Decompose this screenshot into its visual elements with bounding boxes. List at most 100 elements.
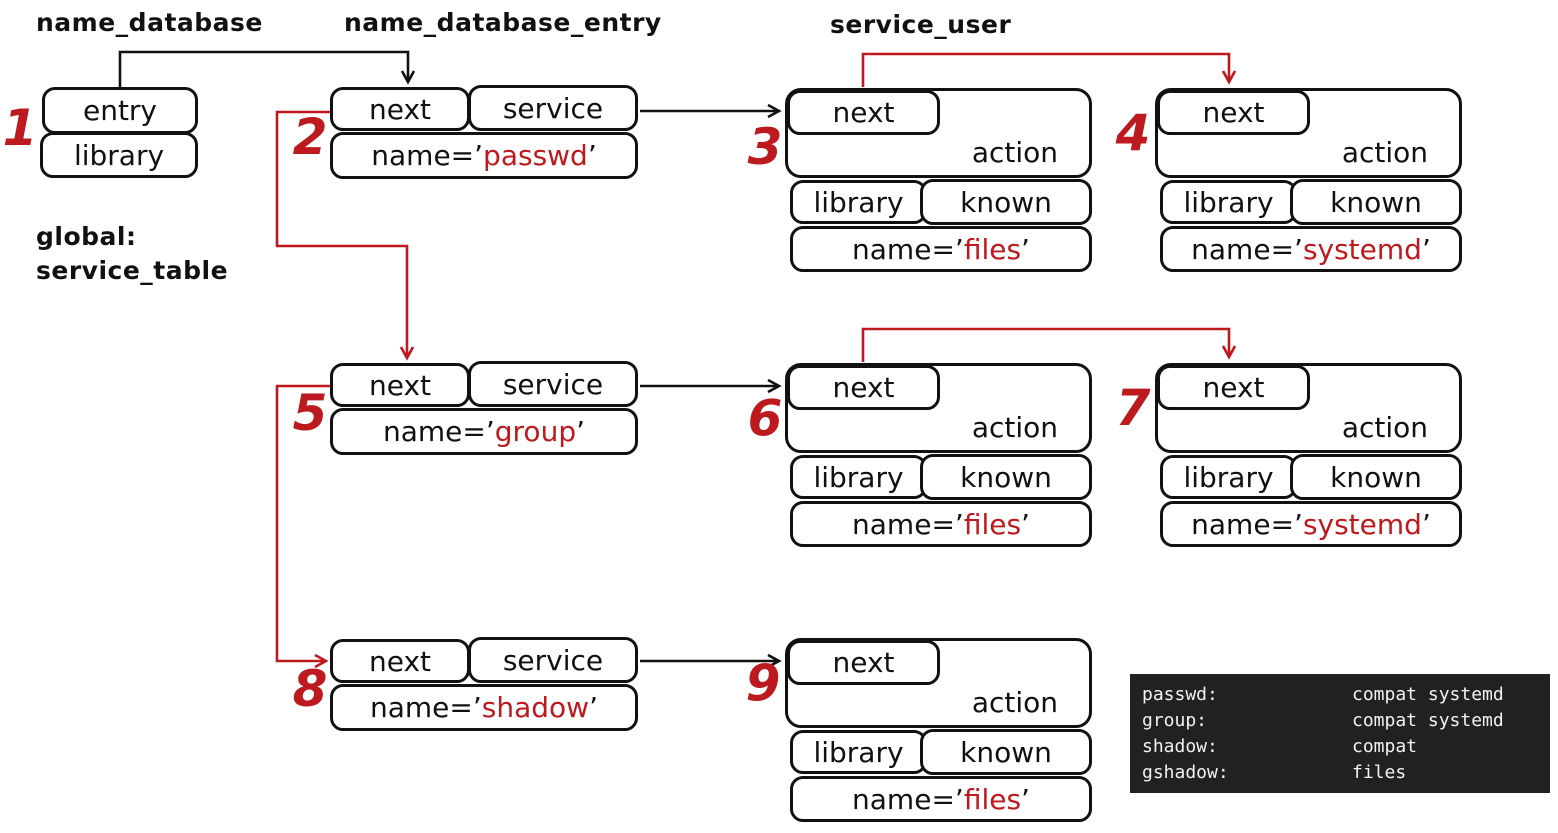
terminal-key: gshadow: (1142, 762, 1229, 783)
field-service: service (468, 361, 638, 407)
name-value: group (494, 415, 577, 448)
field-name: name=’files’ (790, 226, 1092, 272)
name-suffix: ’ (1021, 507, 1030, 541)
terminal-row-group: group: compat systemd (1142, 708, 1550, 734)
field-next: next (787, 365, 940, 410)
terminal-row-shadow: shadow: compat (1142, 734, 1550, 760)
name-value: files (963, 507, 1022, 541)
field-next: next (1157, 365, 1310, 410)
field-name: name=’group’ (330, 408, 638, 455)
field-action: action (971, 136, 1058, 169)
terminal-row-gshadow: gshadow: files (1142, 760, 1550, 786)
name-suffix: ’ (587, 139, 597, 172)
name-suffix: ’ (1421, 232, 1431, 266)
terminal-key: group: (1142, 710, 1208, 731)
name-prefix: name=’ (1191, 507, 1303, 541)
field-action: action (1341, 411, 1428, 444)
edge-node6-to-node7 (861, 327, 1229, 362)
edge-entry-to-node2 (118, 50, 408, 87)
edge-node3-to-node4 (861, 52, 1229, 87)
name-suffix: ’ (1021, 782, 1030, 816)
name-value: passwd (483, 139, 588, 172)
nsswitch-conf-terminal: passwd: compat systemd group: compat syste… (1130, 674, 1550, 793)
field-known: known (920, 179, 1092, 225)
name-value: systemd (1302, 507, 1422, 541)
field-entry: entry (42, 87, 198, 134)
terminal-value: compat (1352, 736, 1418, 757)
name-prefix: name=’ (852, 782, 964, 816)
name-prefix: name=’ (852, 507, 964, 541)
field-library: library (1160, 180, 1297, 224)
field-action: action (1341, 136, 1428, 169)
label-service-table: service_table (36, 256, 229, 285)
name-value: files (963, 232, 1022, 266)
terminal-row-passwd: passwd: compat systemd (1142, 682, 1550, 708)
name-suffix: ’ (576, 415, 585, 448)
node-number: 4 (1115, 104, 1151, 162)
field-known: known (1290, 454, 1462, 500)
label-global: global: (36, 222, 137, 251)
node-number: 9 (745, 654, 781, 712)
field-known: known (920, 454, 1092, 500)
field-name: name=’systemd’ (1160, 501, 1462, 547)
field-next: next (787, 90, 940, 135)
node-number: 3 (747, 118, 783, 176)
service-user-node-9: 9 next action library known name=’files’ (746, 638, 1092, 822)
field-service: service (468, 85, 638, 131)
field-known: known (1290, 179, 1462, 225)
field-next: next (330, 87, 470, 131)
name-database-node-1: 1 entry library (3, 87, 198, 179)
name-suffix: ’ (589, 691, 598, 724)
name-prefix: name=’ (852, 232, 964, 266)
field-name: name=’passwd’ (330, 132, 638, 179)
label-name-database: name_database (36, 8, 263, 37)
service-user-node-4: 4 next action library known name=’system… (1116, 88, 1462, 272)
field-name: name=’files’ (790, 501, 1092, 547)
service-user-node-3: 3 next action library known name=’files’ (748, 88, 1092, 272)
field-next: next (330, 639, 470, 683)
node-number: 6 (747, 389, 783, 447)
field-name: name=’systemd’ (1160, 226, 1462, 272)
label-service-user: service_user (830, 10, 1012, 39)
terminal-key: passwd: (1142, 684, 1218, 705)
name-suffix: ’ (1021, 232, 1030, 266)
field-service: service (468, 637, 638, 683)
field-action: action (971, 686, 1058, 719)
label-name-database-entry: name_database_entry (344, 8, 662, 37)
terminal-value: compat systemd (1352, 684, 1504, 705)
field-library: library (790, 455, 927, 499)
name-database-entry-node-8: 8 next service name=’shadow’ (293, 637, 638, 731)
field-library: library (790, 730, 927, 774)
field-known: known (920, 729, 1092, 775)
field-action: action (971, 411, 1058, 444)
name-value: shadow (481, 691, 590, 724)
terminal-value: files (1352, 762, 1407, 783)
name-database-entry-node-2: 2 next service name=’passwd’ (293, 85, 638, 179)
field-library: library (1160, 455, 1297, 499)
field-library: library (790, 180, 927, 224)
service-user-node-7: 7 next action library known name=’system… (1116, 363, 1462, 547)
field-next: next (787, 640, 940, 685)
name-prefix: name=’ (1191, 232, 1303, 266)
field-next: next (1157, 90, 1310, 135)
name-suffix: ’ (1421, 507, 1431, 541)
field-library: library (40, 132, 198, 178)
terminal-key: shadow: (1142, 736, 1218, 757)
node-number: 8 (292, 660, 328, 718)
field-name: name=’shadow’ (330, 684, 638, 731)
node-number: 2 (292, 108, 328, 166)
name-prefix: name=’ (382, 415, 495, 448)
node-number: 1 (2, 99, 38, 157)
node-number: 7 (1115, 379, 1151, 437)
field-next: next (330, 363, 470, 407)
name-value: files (963, 782, 1022, 816)
name-value: systemd (1302, 232, 1422, 266)
service-user-node-6: 6 next action library known name=’files’ (748, 363, 1092, 547)
label-global-service-table: global: service_table (36, 220, 228, 288)
node-number: 5 (292, 384, 328, 442)
field-name: name=’files’ (790, 776, 1092, 822)
name-database-entry-node-5: 5 next service name=’group’ (293, 361, 638, 455)
name-prefix: name=’ (371, 139, 484, 172)
terminal-value: compat systemd (1352, 710, 1504, 731)
